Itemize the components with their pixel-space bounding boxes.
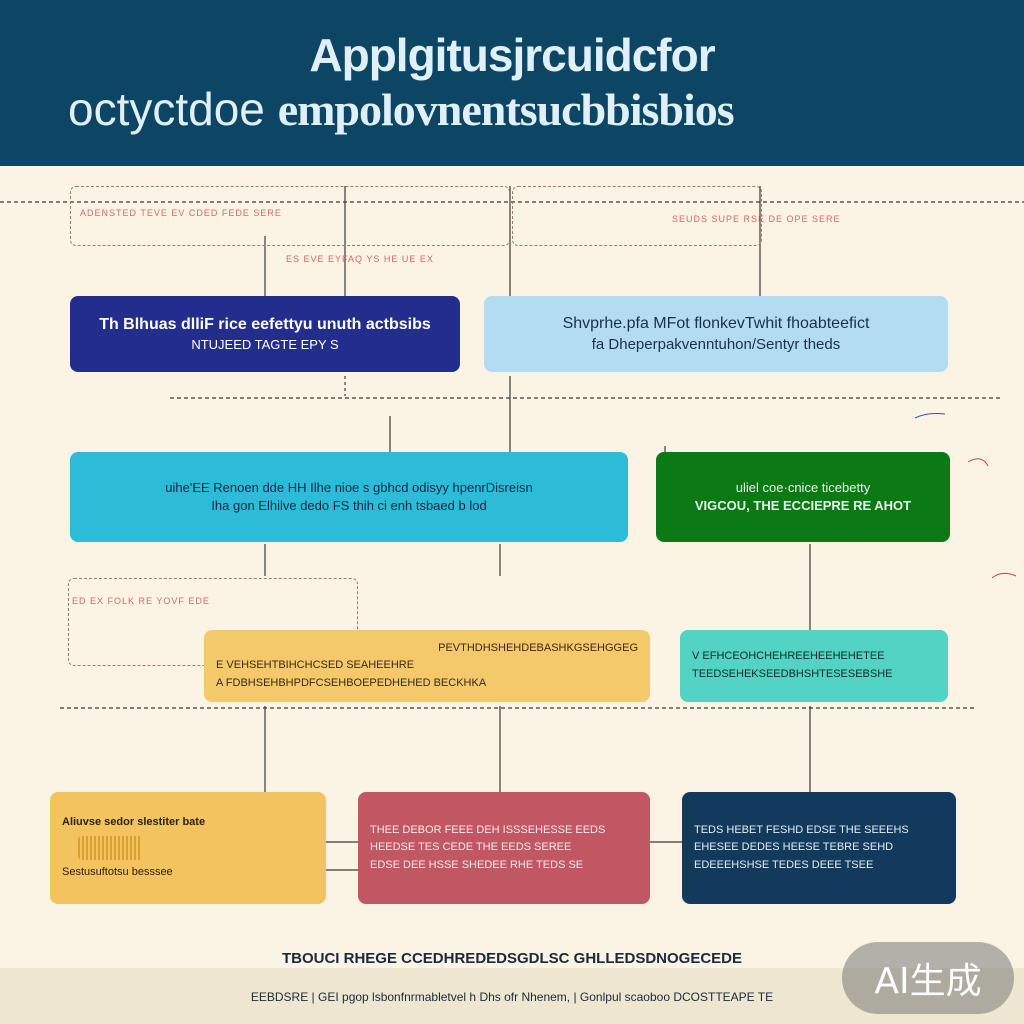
flow-box-5-line-1: PEVTHDHSHEHDEBASHKGSEHGGEG [438,641,638,654]
flow-box-8: THEE DEBOR FEEE DEH ISSSEHESSE EEDS HEED… [358,792,650,904]
flow-box-5-line-2: E VEHSEHTBIHCHCSED SEAHEEHRE [216,659,415,672]
flow-box-9: TEDS HEBET FESHD EDSE THE SEEEHS EHESEE … [682,792,956,904]
flow-box-5-line-3: A FDBHSEHBHPDFCSEHBOEPEDHEHED BECKHKA [216,676,487,689]
annotation-panel-top-right [512,186,762,246]
flow-box-8-line-2: HEEDSE TES CEDE THE EEDS SEREE [370,841,572,854]
title-line-2-light: octyctdoe [68,83,265,135]
flow-box-1-line-2: NTUJEED TAGTE EPY S [191,337,339,353]
ai-generated-badge: AI生成 [842,942,1014,1014]
flow-box-7: Aliuvse sedor slestiter bate Sestusuftot… [50,792,326,904]
header-banner: Applgitusjrcuidcfor octyctdoe empolovnen… [0,0,1024,166]
annotation-panel-top-left [70,186,510,246]
flow-box-2-line-2: fa Dheperpakvenntuhon/Sentyr theds [591,335,841,353]
title-line-2: octyctdoe empolovnentsucbbisbios [68,82,735,136]
flow-box-7-line-2: Sestusuftotsu besssee [62,866,173,878]
flow-box-6: V EFHCEOHCHEHREEHEEHEHETEE TEEDSEHEKSEED… [680,630,948,702]
flow-box-6-line-1: V EFHCEOHCHEHREEHEEHEHETEE [692,650,885,663]
flow-box-2-line-1: Shvprhe.pfa MFot flonkevTwhit fhoabteefi… [562,315,870,333]
flow-box-2: Shvprhe.pfa MFot flonkevTwhit fhoabteefi… [484,296,948,372]
footer-line-2: EEBDSRE | GEI pgop lsbonfnrmabletvel h D… [250,990,774,1004]
flow-box-1-line-1: Th Blhuas dlliF rice eefettyu unuth actb… [99,316,431,334]
flow-box-5: PEVTHDHSHEHDEBASHKGSEHGGEG E VEHSEHTBIHC… [204,630,650,702]
flow-box-4-line-1: uliel coe·cnice ticebetty [735,480,871,496]
flow-box-9-line-1: TEDS HEBET FESHD EDSE THE SEEEHS [694,823,909,836]
flow-box-4: uliel coe·cnice ticebetty VIGCOU, THE EC… [656,452,950,542]
annotation-note-3: SEUDS SUPE RSE DE OPE SERE [672,214,841,224]
flow-box-7-line-1: Aliuvse sedor slestiter bate [62,816,206,829]
flow-box-8-line-1: THEE DEBOR FEEE DEH ISSSEHESSE EEDS [370,823,606,836]
flow-box-1: Th Blhuas dlliF rice eefettyu unuth actb… [70,296,460,372]
flow-box-3-line-2: Iha gon Elhilve dedo FS thih ci enh tsba… [211,498,487,513]
flow-box-4-line-2: VIGCOU, THE ECCIEPRE RE AHOT [694,498,912,513]
flow-box-9-line-3: EDEEEHSHSE TEDES DEEE TSEE [694,858,874,871]
title-line-2-bold: empolovnentsucbbisbios [277,84,735,135]
flow-box-8-line-3: EDSE DEE HSSE SHEDEE RHE TEDS SE [370,858,584,871]
flow-box-6-line-2: TEEDSEHEKSEEDBHSHTESESEBSHE [692,668,893,680]
flow-box-3-line-1: uihe'EE Renoen dde HH Ilhe nioe s gbhcd … [165,480,533,496]
annotation-note-1: ADENSTED TEVE EV CDED FEDE SERE [80,208,282,218]
annotation-note-4: ED EX FOLK RE YOVF EDE [72,596,210,606]
footer-line-1: TBOUCI RHEGE CCEDHREDEDSGDLSC GHLLEDSDNO… [281,950,743,967]
flow-box-3: uihe'EE Renoen dde HH Ilhe nioe s gbhcd … [70,452,628,542]
annotation-note-2: ES EVE EYFAQ YS HE UE EX [286,254,434,264]
flow-box-7-hatch [78,836,142,860]
title-line-1: Applgitusjrcuidcfor [309,29,715,81]
flow-box-9-line-2: EHESEE DEDES HEESE TEBRE SEHD [694,841,894,854]
